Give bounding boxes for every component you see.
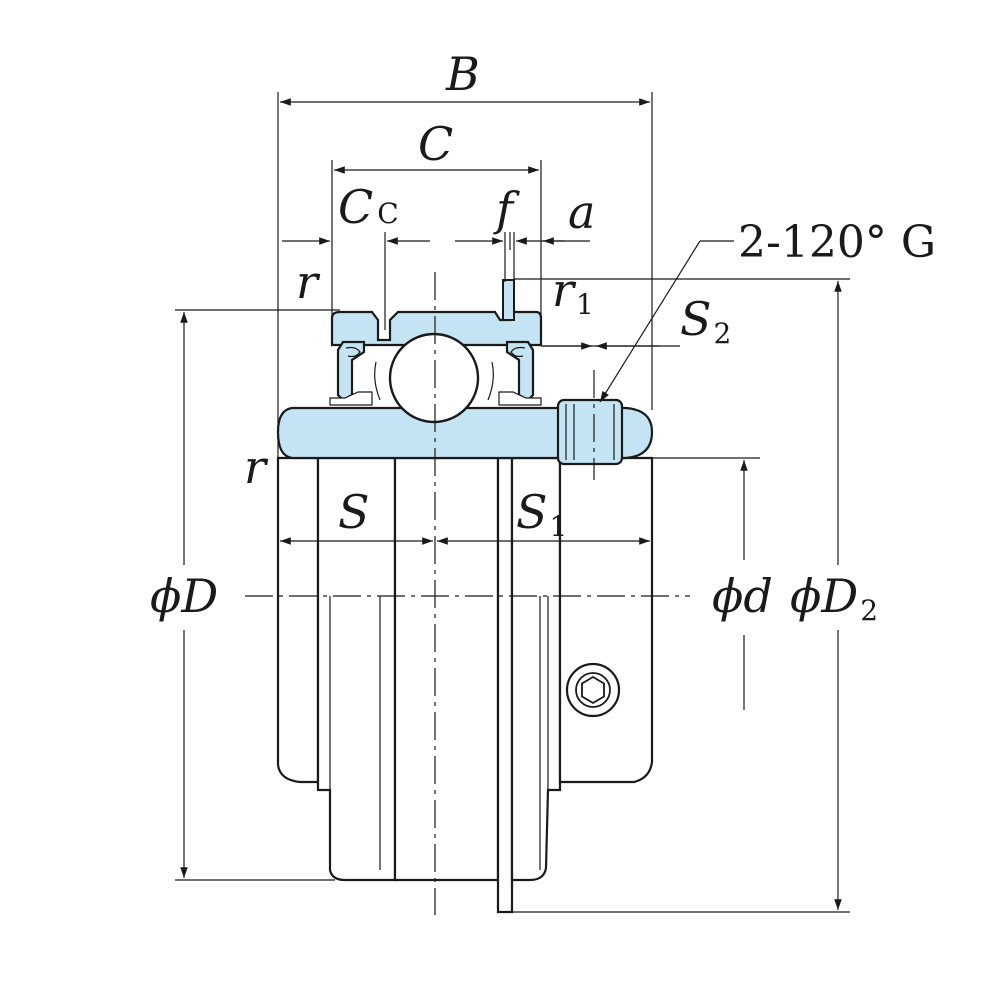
label-C: C <box>418 117 453 171</box>
label-f: f <box>493 182 520 236</box>
outer-ring <box>330 279 543 347</box>
seal-left <box>329 340 373 406</box>
label-set-screw-note: 2-120° G <box>738 217 936 268</box>
label-phi-D2: ϕD2 <box>790 569 878 627</box>
set-screw-socket <box>565 662 621 718</box>
label-S2: S2 <box>680 292 731 350</box>
seal-right <box>498 340 542 406</box>
label-B: B <box>445 47 480 101</box>
extension-lines <box>175 92 850 913</box>
dimension-lines <box>180 98 842 910</box>
label-phi-d: ϕd <box>712 569 773 623</box>
inner-ring <box>276 398 654 466</box>
label-r-top: r <box>296 255 321 309</box>
label-a: a <box>568 185 595 239</box>
ball <box>374 332 494 424</box>
label-r1: r1 <box>552 263 594 321</box>
label-r-side: r <box>244 440 269 494</box>
label-phi-D: ϕD <box>150 569 218 623</box>
label-S1: S1 <box>516 485 567 543</box>
label-S: S <box>338 485 370 539</box>
